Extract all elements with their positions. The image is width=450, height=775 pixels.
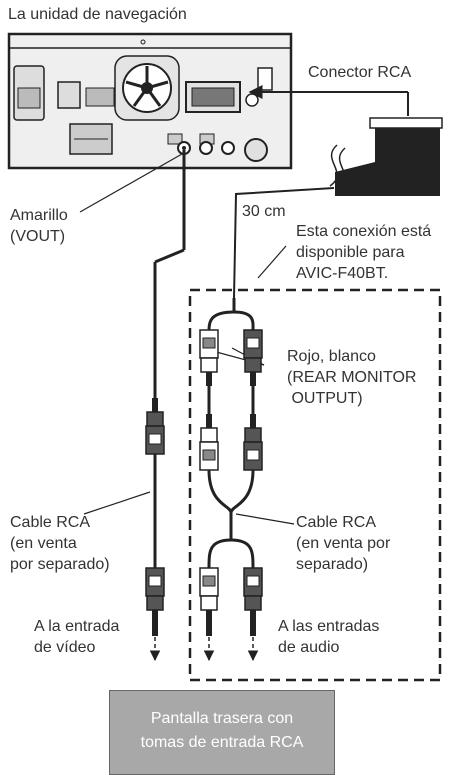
red-plug-lower — [243, 567, 263, 636]
yellow-vout-label: Amarillo (VOUT) — [10, 207, 68, 245]
video-plug-bottom — [145, 567, 165, 636]
audio-y-cable-upper — [207, 298, 255, 540]
white-plug-upper — [199, 329, 219, 386]
white-plug-mid — [199, 414, 219, 471]
video-plug-top — [145, 398, 165, 455]
cable-30cm — [233, 144, 346, 299]
audio-inputs-label: A las entradas de audio — [278, 618, 380, 656]
audio-y-cable-lower — [203, 538, 259, 662]
red-plug-upper — [243, 329, 263, 386]
fan-icon — [122, 63, 172, 113]
red-plug-mid — [243, 414, 263, 471]
red-white-label: Rojo, blanco (REAR MONITOR OUTPUT) — [287, 348, 417, 407]
white-plug-lower — [199, 567, 219, 636]
video-input-label: A la entrada de vídeo — [34, 618, 120, 656]
video-cable-label: Cable RCA (en venta por separado) — [10, 514, 110, 573]
cable-length-label: 30 cm — [242, 203, 286, 220]
rear-display-label: Pantalla trasera con tomas de entrada RC… — [140, 710, 304, 751]
video-cable — [149, 150, 186, 662]
navigation-unit — [7, 32, 293, 170]
rca-connector — [248, 85, 443, 196]
rear-display-box: Pantalla trasera con tomas de entrada RC… — [109, 690, 335, 775]
rca-connector-label: Conector RCA — [308, 64, 412, 81]
unit-title-label: La unidad de navegación — [8, 6, 187, 23]
audio-cable-label: Cable RCA (en venta por separado) — [296, 514, 391, 573]
availability-note-label: Esta conexión está disponible para AVIC-… — [296, 223, 432, 282]
